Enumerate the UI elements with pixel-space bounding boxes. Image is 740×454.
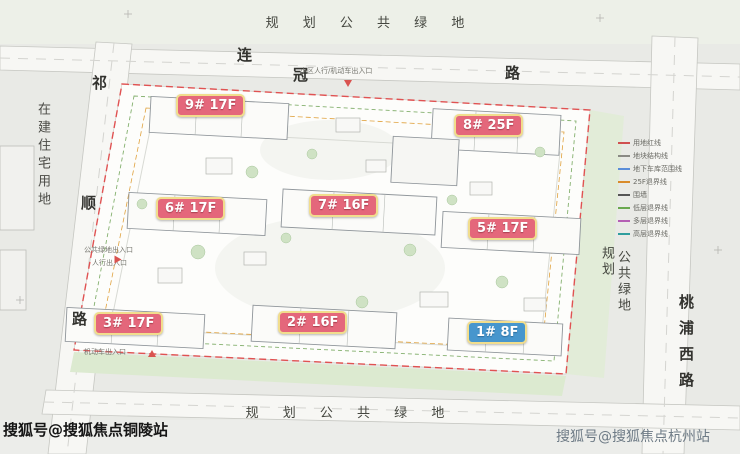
building-badge-2: 2# 16F xyxy=(278,311,348,334)
road-qishun-char-1: 祁 xyxy=(92,74,108,92)
legend-item: 高层退界线 xyxy=(618,227,688,240)
legend-swatch xyxy=(618,232,630,235)
entrance-label-top: 小区人行/机动车出入口 xyxy=(300,67,373,75)
legend-item: 围墙 xyxy=(618,188,688,201)
road-lianguan-char-2: 冠 xyxy=(293,66,309,84)
legend-item: 地下车库范围线 xyxy=(618,162,688,175)
entrance-label-pedestrian: 人行出入口 xyxy=(92,259,127,267)
road-qishun-char-3: 路 xyxy=(72,310,88,328)
legend-label: 低层退界线 xyxy=(633,203,668,212)
legend-swatch xyxy=(618,167,630,170)
legend-swatch xyxy=(618,154,630,157)
road-qishun-char-2: 顺 xyxy=(81,194,97,212)
legend-label: 用地红线 xyxy=(633,138,661,147)
green-space-label-bottom: 规 划 公 共 绿 地 xyxy=(245,406,455,421)
legend-item: 用地红线 xyxy=(618,136,688,149)
legend-swatch xyxy=(618,206,630,209)
entrance-marker-icon xyxy=(148,350,156,357)
building-badge-1: 1# 8F xyxy=(467,321,528,344)
legend-item: 低层退界线 xyxy=(618,201,688,214)
building-badge-9: 9# 17F xyxy=(176,94,246,117)
entrance-label-green: 公共绿地出入口 xyxy=(84,246,133,254)
plan-legend: 用地红线 地块结构线 地下车库范围线 25F退界线 围墙 低层退界线 多层退界线… xyxy=(618,136,688,240)
legend-label: 围墙 xyxy=(633,190,647,199)
road-taopuxi-label: 桃浦西路 xyxy=(677,294,695,398)
legend-item: 25F退界线 xyxy=(618,175,688,188)
green-space-label-right-1: 规划 xyxy=(599,246,614,278)
legend-label: 高层退界线 xyxy=(633,229,668,238)
legend-label: 多层退界线 xyxy=(633,216,668,225)
legend-swatch xyxy=(618,193,630,196)
green-space-label-top: 规 划 公 共 绿 地 xyxy=(265,16,475,31)
legend-item: 多层退界线 xyxy=(618,214,688,227)
building-badge-5: 5# 17F xyxy=(468,217,538,240)
watermark-bottom-right: 搜狐号@搜狐焦点杭州站 xyxy=(556,429,710,445)
parcel-under-construction-label: 在建住宅用地 xyxy=(35,102,50,210)
building-badge-8: 8# 25F xyxy=(454,114,524,137)
road-lianguan-char-1: 连 xyxy=(237,46,253,64)
building-badge-3: 3# 17F xyxy=(94,312,164,335)
legend-label: 地下车库范围线 xyxy=(633,164,682,173)
road-lianguan-char-3: 路 xyxy=(505,64,521,82)
building-badge-6: 6# 17F xyxy=(156,197,226,220)
entrance-label-vehicle: 机动车出入口 xyxy=(84,348,126,356)
entrance-marker-icon xyxy=(344,80,352,87)
legend-swatch xyxy=(618,180,630,183)
legend-label: 25F退界线 xyxy=(633,177,667,186)
entrance-marker-icon xyxy=(114,255,122,264)
legend-swatch xyxy=(618,141,630,144)
watermark-bottom-left: 搜狐号@搜狐焦点铜陵站 xyxy=(3,421,169,439)
legend-label: 地块结构线 xyxy=(633,151,668,160)
building-badge-7: 7# 16F xyxy=(309,194,379,217)
green-space-label-right-2: 公共绿地 xyxy=(615,250,630,314)
legend-swatch xyxy=(618,219,630,222)
legend-item: 地块结构线 xyxy=(618,149,688,162)
